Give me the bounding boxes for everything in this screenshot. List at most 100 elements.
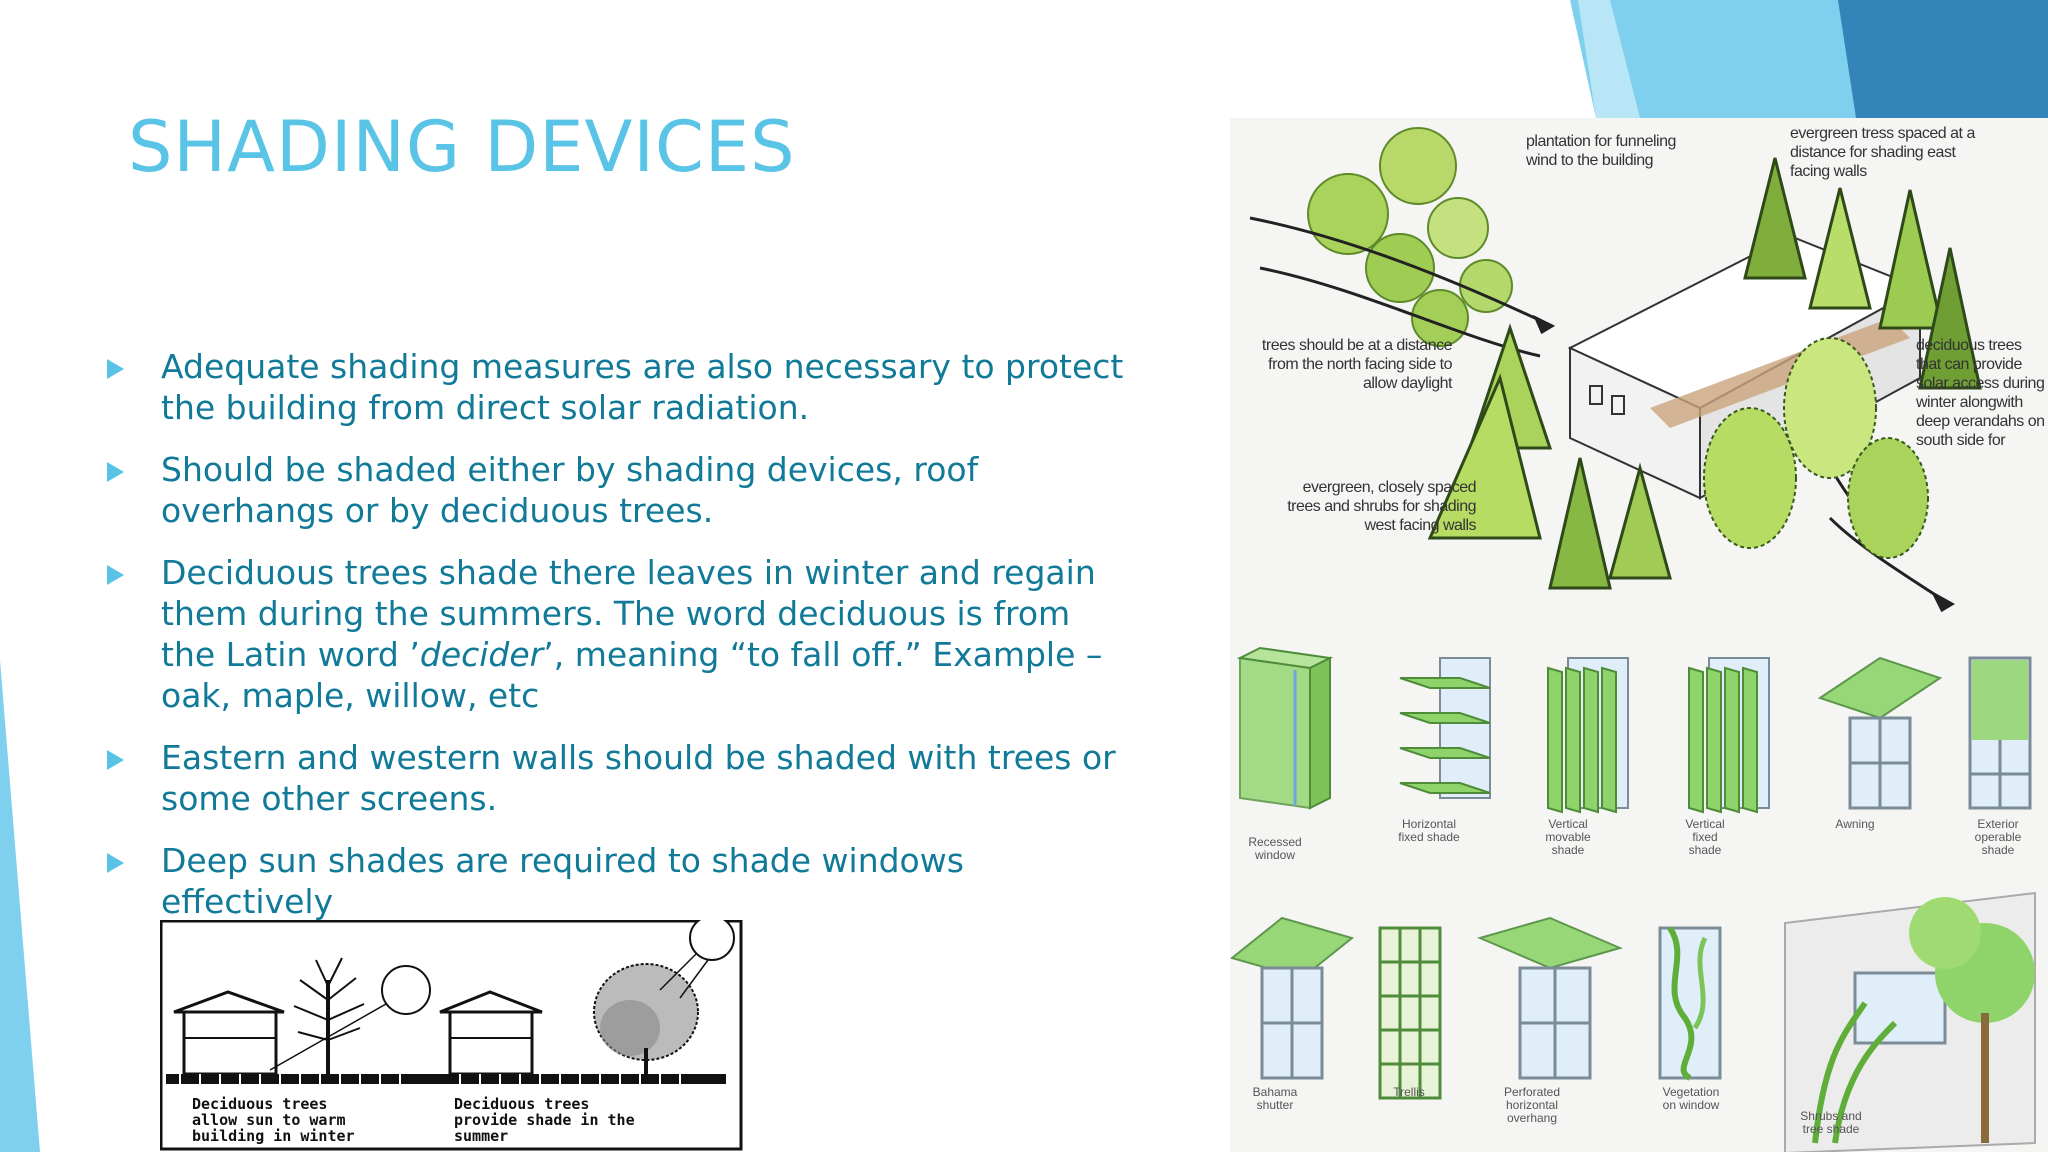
caption-line: Vertical <box>1548 817 1588 831</box>
label-line: from the north facing side to <box>1268 356 1452 373</box>
sun-icon <box>381 965 431 1015</box>
right-triangle-icon <box>107 853 124 873</box>
label-line: deciduous trees <box>1916 337 2022 354</box>
caption-line: shade <box>1551 843 1585 857</box>
label-line: wind to the building <box>1526 152 1653 169</box>
caption-line: provide shade in the <box>454 1111 635 1129</box>
label-line: evergreen, closely spaced <box>1302 479 1477 496</box>
perforated-overhang-icon <box>1477 916 1623 1080</box>
bullet-list: Adequate shading measures are also neces… <box>103 346 1133 943</box>
house-icon <box>173 990 285 1076</box>
caption-line: shade <box>1981 843 2015 857</box>
site-plan-illustration <box>1230 118 2048 1152</box>
deciduous-trees-figure: Deciduous trees allow sun to warm buildi… <box>160 920 744 1152</box>
label-line: allow daylight <box>1362 375 1453 392</box>
caption-line: Exterior <box>1977 817 2019 831</box>
vegetation-on-window-icon <box>1658 926 1722 1081</box>
bullet-item: Adequate shading measures are also neces… <box>103 346 1133 428</box>
bullet-text: Should be shaded either by shading devic… <box>161 450 979 530</box>
bullet-item: Eastern and western walls should be shad… <box>103 737 1133 819</box>
bullet-item: Should be shaded either by shading devic… <box>103 449 1133 531</box>
corner-accent-dark <box>1838 0 2048 118</box>
right-triangle-icon <box>107 750 124 770</box>
tree-icon <box>1427 157 1982 590</box>
bullet-item: Deep sun shades are required to shade wi… <box>103 840 1133 922</box>
tree-icon <box>593 963 699 1074</box>
caption-line: on window <box>1662 1098 1720 1112</box>
caption-line: summer <box>454 1127 509 1145</box>
bullet-text-pre: Deciduous trees shade there leaves in wi… <box>161 553 1096 674</box>
recessed-window-icon <box>1236 646 1334 810</box>
trellis-icon <box>1378 926 1442 1100</box>
label-line: plantation for funneling <box>1526 133 1676 150</box>
bullet-text: Deep sun shades are required to shade wi… <box>161 841 964 921</box>
label-north: trees should be at a distance from the n… <box>1246 336 1453 393</box>
caption-line: shutter <box>1256 1098 1294 1112</box>
slide-title: SHADING DEVICES <box>128 106 796 188</box>
caption-line: tree shade <box>1802 1122 1860 1136</box>
caption-line: Vegetation <box>1662 1085 1720 1099</box>
label-line: deep verandahs on <box>1916 413 2045 430</box>
horizontal-fixed-shade-icon <box>1399 657 1491 799</box>
tree-icon <box>293 957 365 1074</box>
exterior-operable-shade-icon <box>1968 656 2032 810</box>
label-line: trees and shrubs for shading <box>1287 498 1476 515</box>
vertical-fixed-shade-icon <box>1688 657 1770 814</box>
bullet-item: Deciduous trees shade there leaves in wi… <box>103 552 1133 716</box>
label-funneling: plantation for funneling wind to the bui… <box>1526 132 1676 170</box>
label-line: that can provide <box>1916 356 2022 373</box>
sun-icon <box>689 920 735 961</box>
label-deciduous: deciduous trees that can provide solar a… <box>1916 336 2045 450</box>
label-line: south side for <box>1916 432 2006 449</box>
caption-line: allow sun to warm <box>192 1111 346 1129</box>
caption-line: Vertical <box>1685 817 1725 831</box>
caption-line: fixed shade <box>1398 830 1460 844</box>
device-caption: Trellis <box>1354 1086 1464 1099</box>
label-line: trees should be at a distance <box>1261 337 1453 354</box>
caption-line: Awning <box>1835 817 1875 831</box>
right-triangle-icon <box>107 462 124 482</box>
caption-line: Perforated <box>1503 1085 1561 1099</box>
tree-icon <box>1703 337 1929 559</box>
caption-line: Shrubs and <box>1800 1109 1862 1123</box>
label-west: evergreen, closely spaced trees and shru… <box>1270 478 1476 535</box>
right-triangle-icon <box>107 565 124 585</box>
house-icon <box>439 990 543 1076</box>
vertical-movable-shade-icon <box>1547 657 1629 814</box>
label-line: evergreen tress spaced at a <box>1790 125 1975 142</box>
awning-icon <box>1817 656 1943 810</box>
bullet-text: Eastern and western walls should be shad… <box>161 738 1116 818</box>
caption-line: Trellis <box>1393 1085 1425 1099</box>
caption-line: shade <box>1688 843 1722 857</box>
caption-line: Recessed <box>1248 835 1302 849</box>
label-line: distance for shading east <box>1790 144 1956 161</box>
caption-line: building in winter <box>192 1127 355 1145</box>
caption-line: Deciduous trees <box>192 1095 328 1113</box>
label-evergreen-east: evergreen tress spaced at a distance for… <box>1790 124 1975 181</box>
bullet-text: Adequate shading measures are also neces… <box>161 347 1124 427</box>
right-triangle-icon <box>107 359 124 379</box>
caption-line: fixed <box>1692 830 1718 844</box>
label-line: solar access during <box>1916 375 2045 392</box>
figure-illustration <box>160 920 743 1151</box>
left-edge-accent <box>0 660 40 1152</box>
label-line: facing walls <box>1790 163 1867 180</box>
caption-line: movable <box>1545 830 1591 844</box>
caption-line: Horizontal <box>1401 817 1457 831</box>
device-caption: Awning <box>1800 818 1910 831</box>
caption-line: overhang <box>1506 1111 1558 1125</box>
latin-word: decider <box>419 635 544 674</box>
caption-summer: Deciduous trees provide shade in the sum… <box>454 1096 635 1144</box>
bullet-text-post: ’, meaning “to fall off.” Example – oak,… <box>161 635 1103 715</box>
caption-line: window <box>1254 848 1296 862</box>
caption-winter: Deciduous trees allow sun to warm buildi… <box>192 1096 355 1144</box>
